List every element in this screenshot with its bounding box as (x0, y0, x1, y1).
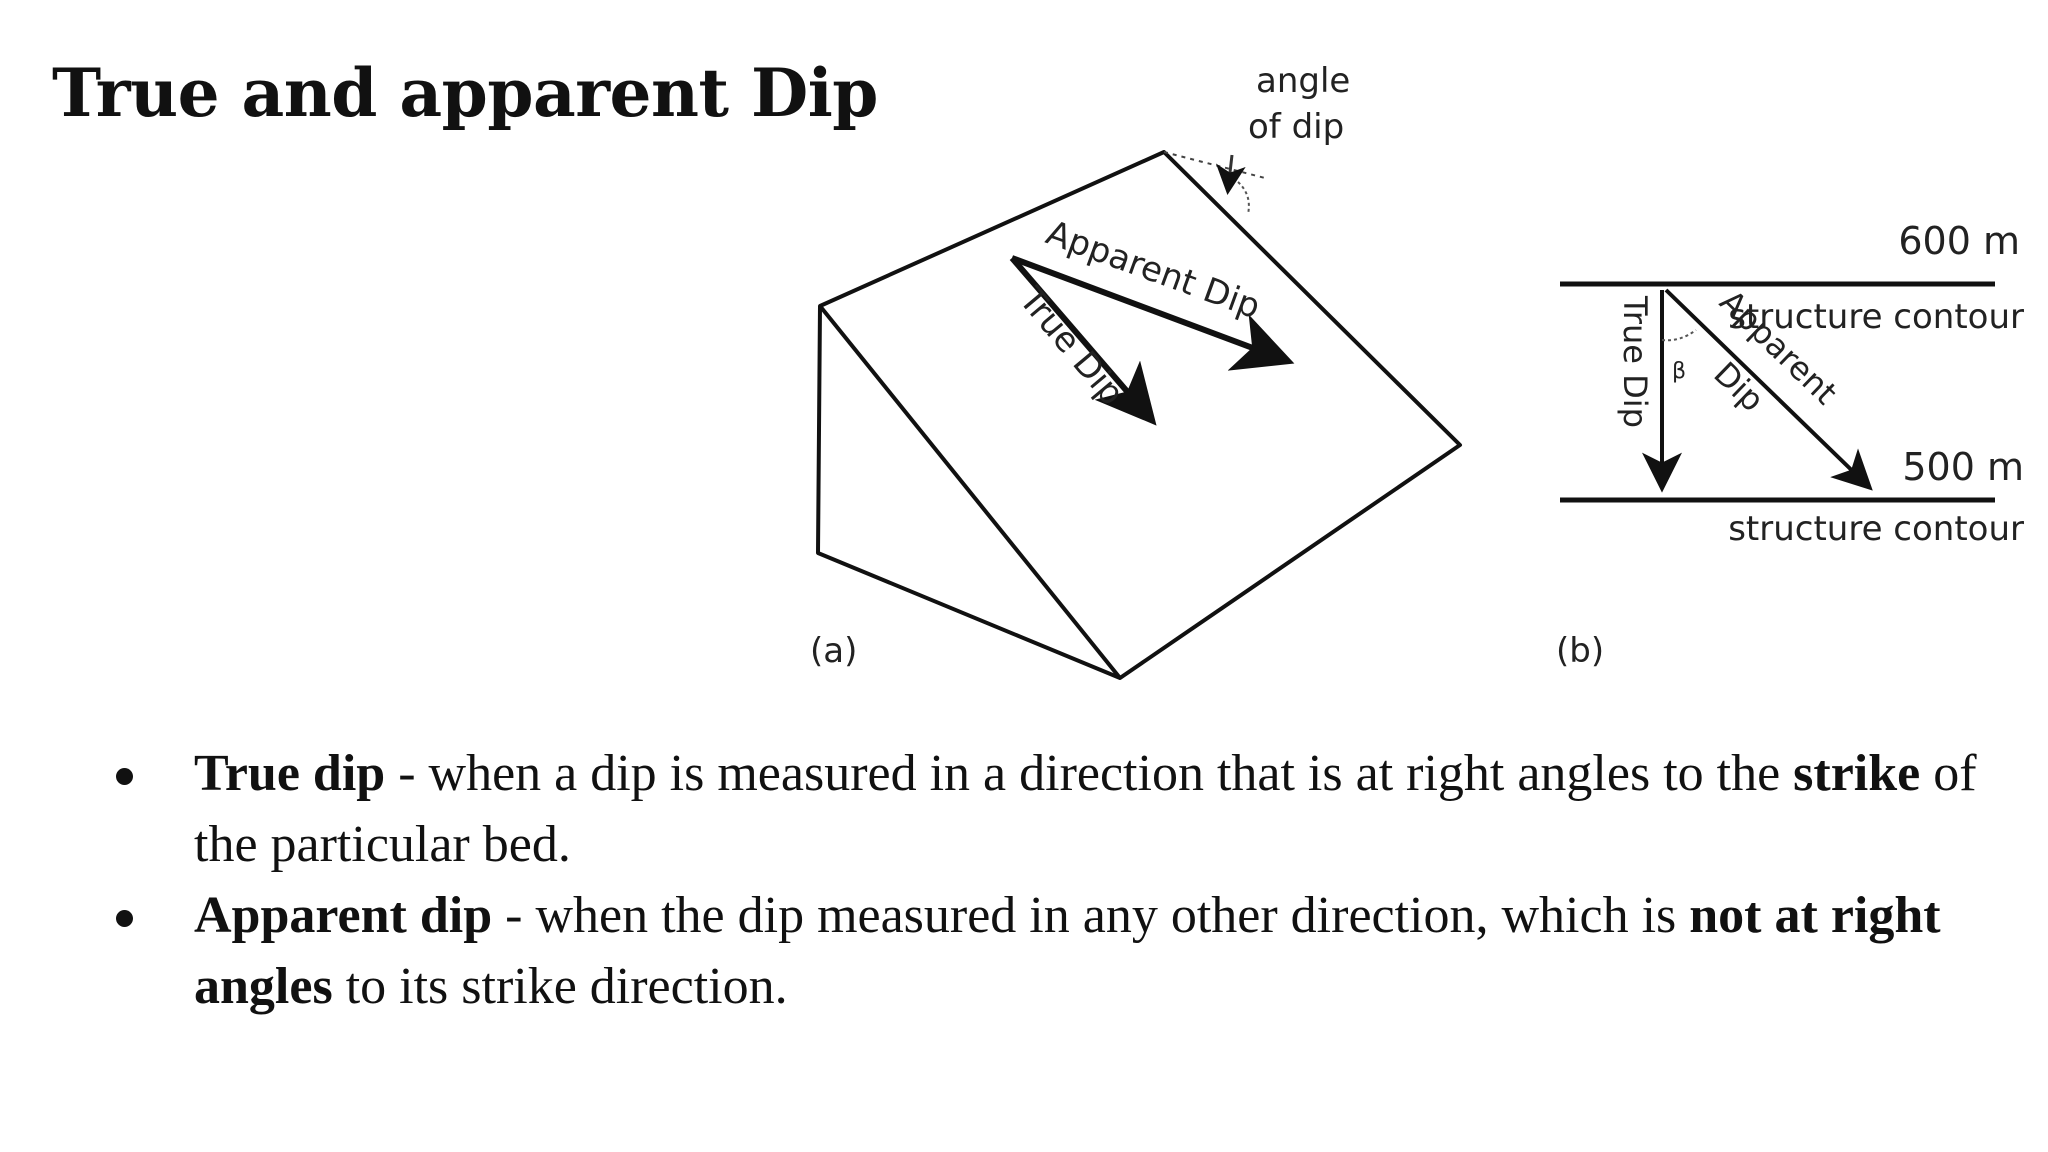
upper-contour-value: 600 m (1898, 219, 2020, 263)
panel-b-label: (b) (1556, 631, 1604, 671)
angle-pointer-line (1215, 154, 1246, 195)
panel-a-block-diagram: angle of dip Apparent Dip True Dip (a) (810, 61, 1462, 680)
apparent-dip-arrow (1010, 255, 1295, 371)
term-apparent-dip: Apparent dip (194, 887, 493, 944)
apparent-dip-arrow-b (1664, 288, 1873, 491)
block-front-diagonal (818, 304, 1122, 680)
true-dip-label-b: True Dip (1616, 295, 1654, 428)
beta-angle-arc (1661, 329, 1697, 342)
apparent-dip-definition-part2: to its strike direction. (332, 958, 788, 1015)
slide-title: True and apparent Dip (52, 54, 878, 132)
angle-of-dip-label-line1: angle (1256, 61, 1350, 101)
bullet-apparent-dip: Apparent dip - when the dip measured in … (0, 880, 2048, 1022)
apparent-dip-label-b-line2: Dip (1706, 354, 1771, 419)
panel-b-contour-plan: 600 m structure contour 500 m structure … (1556, 219, 2024, 671)
term-true-dip: True dip (194, 745, 386, 802)
bullet-dot (116, 768, 133, 785)
true-dip-definition-part1: - when a dip is measured in a direction … (385, 745, 1794, 802)
lower-contour-label: structure contour (1728, 509, 2024, 549)
true-dip-definition-part2: of the particular bed. (194, 745, 1977, 873)
not-at-right-angles-emphasis: not at right angles (194, 887, 1941, 1015)
angle-of-dip-label-line2: of dip (1248, 107, 1344, 147)
definition-list: True dip - when a dip is measured in a d… (0, 738, 2048, 1022)
lower-contour-value: 500 m (1902, 445, 2024, 489)
strike-emphasis: strike (1793, 745, 1921, 802)
beta-angle-symbol: β (1672, 359, 1686, 384)
true-dip-arrow (1009, 256, 1157, 426)
bullet-true-dip: True dip - when a dip is measured in a d… (0, 738, 2048, 880)
apparent-dip-definition-part1: - when the dip measured in any other dir… (492, 887, 1690, 944)
true-dip-label: True Dip (1010, 279, 1131, 413)
upper-contour-label: structure contour (1728, 297, 2024, 337)
bullet-dot (116, 910, 133, 927)
dip-figure: angle of dip Apparent Dip True Dip (a) 6… (810, 61, 2024, 680)
block-outline (816, 150, 1462, 680)
angle-arc (1237, 181, 1250, 215)
panel-a-label: (a) (810, 631, 857, 671)
